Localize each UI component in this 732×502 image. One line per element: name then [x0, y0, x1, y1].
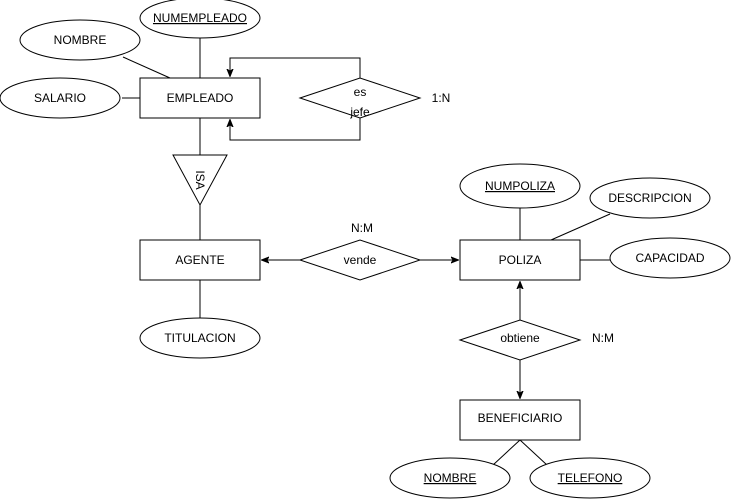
attribute-telefono[interactable]: TELEFONO — [529, 457, 651, 499]
entity-poliza[interactable]: POLIZA — [459, 239, 581, 281]
entity-agente[interactable]: AGENTE — [139, 239, 261, 281]
attribute-label: DESCRIPCION — [608, 191, 691, 205]
attribute-numempleado[interactable]: NUMEMPLEADO — [139, 0, 261, 39]
attribute-label: NOMBRE — [54, 33, 107, 47]
entity-label: BENEFICIARIO — [478, 411, 563, 425]
attribute-label: SALARIO — [34, 91, 86, 105]
attribute-numpoliza[interactable]: NUMPOLIZA — [459, 163, 581, 209]
edge-esjefe-bottom — [230, 118, 361, 141]
attribute-nombre-empleado[interactable]: NOMBRE — [19, 19, 141, 61]
isa-label: ISA — [193, 170, 207, 189]
cardinality-vende: N:M — [351, 221, 373, 235]
edge-beneficiario-telefono — [519, 439, 548, 466]
relationship-label: vende — [344, 253, 377, 267]
attribute-titulacion[interactable]: TITULACION — [139, 317, 261, 359]
relationship-label-line2: jefe — [349, 105, 370, 119]
attribute-salario[interactable]: SALARIO — [0, 77, 121, 119]
isa-triangle[interactable]: ISA — [172, 154, 228, 207]
edge-nombre-empleado — [122, 56, 171, 79]
edge-esjefe-top — [230, 57, 361, 78]
edges — [122, 38, 611, 466]
edge-beneficiario-nombre — [492, 439, 521, 466]
entity-label: AGENTE — [175, 253, 224, 267]
relationship-esjefe[interactable]: es jefe — [298, 77, 422, 119]
attribute-label: NUMEMPLEADO — [153, 11, 247, 25]
entity-label: POLIZA — [499, 253, 542, 267]
edge-descripcion-poliza — [550, 213, 611, 241]
attribute-nombre-beneficiario[interactable]: NOMBRE — [389, 457, 511, 499]
entity-beneficiario[interactable]: BENEFICIARIO — [459, 399, 581, 441]
cardinality-esjefe: 1:N — [432, 91, 451, 105]
entity-empleado[interactable]: EMPLEADO — [139, 77, 261, 119]
attribute-label: TITULACION — [164, 331, 235, 345]
attribute-label: NOMBRE — [424, 471, 477, 485]
relationship-label-line1: es — [354, 85, 367, 99]
attribute-capacidad[interactable]: CAPACIDAD — [609, 237, 731, 279]
relationship-vende[interactable]: vende — [298, 239, 422, 281]
cardinality-obtiene: N:M — [592, 331, 614, 345]
attribute-label: CAPACIDAD — [635, 251, 704, 265]
entity-label: EMPLEADO — [167, 91, 234, 105]
attribute-label: TELEFONO — [558, 471, 623, 485]
attribute-descripcion[interactable]: DESCRIPCION — [589, 177, 711, 219]
relationship-obtiene[interactable]: obtiene — [458, 319, 582, 361]
relationship-label: obtiene — [500, 331, 540, 345]
attribute-label: NUMPOLIZA — [485, 179, 555, 193]
